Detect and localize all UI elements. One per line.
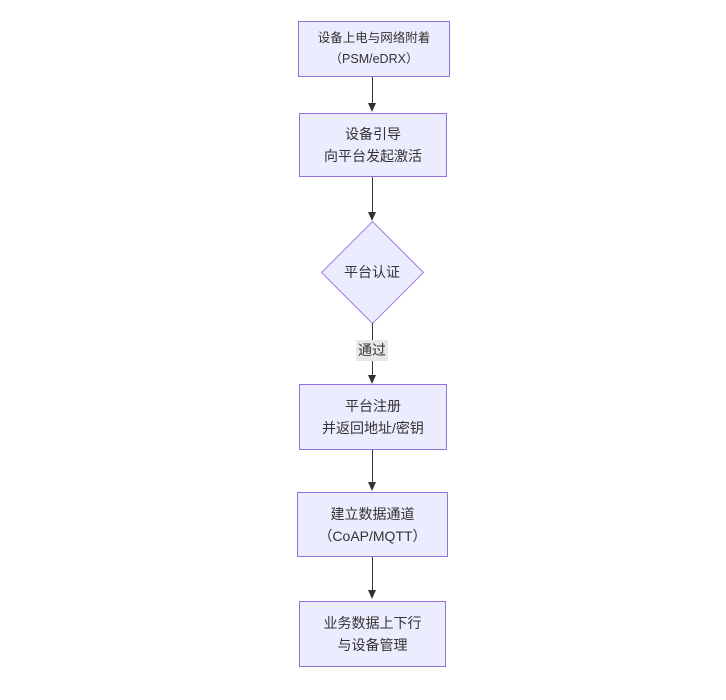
flow-node-bootstrap: 设备引导 向平台发起激活 bbox=[299, 113, 447, 177]
node-text-line: 并返回地址/密钥 bbox=[322, 420, 424, 436]
arrow-head-icon bbox=[368, 482, 376, 491]
arrow-line-2 bbox=[372, 177, 373, 213]
node-text-line: 业务数据上下行 bbox=[323, 615, 422, 631]
arrow-line-1 bbox=[372, 77, 373, 104]
node-text-line: （CoAP/MQTT） bbox=[318, 527, 427, 544]
edge-label-pass: 通过 bbox=[356, 340, 388, 361]
node-text-line: 与设备管理 bbox=[337, 637, 408, 653]
flow-node-business-data: 业务数据上下行 与设备管理 bbox=[299, 601, 446, 667]
arrow-line-5 bbox=[372, 557, 373, 591]
node-text-line: （PSM/eDRX） bbox=[329, 52, 419, 66]
flow-node-data-channel: 建立数据通道 （CoAP/MQTT） bbox=[297, 492, 448, 557]
arrow-head-icon bbox=[368, 212, 376, 221]
node-text-line: 平台认证 bbox=[344, 264, 400, 280]
flow-node-power-attach: 设备上电与网络附着 （PSM/eDRX） bbox=[298, 21, 450, 77]
arrow-head-icon bbox=[368, 103, 376, 112]
arrow-line-4 bbox=[372, 450, 373, 483]
node-text-line: 设备引导 bbox=[345, 126, 401, 142]
node-text-line: 建立数据通道 bbox=[330, 505, 415, 522]
flow-decision-platform-auth: 平台认证 bbox=[320, 220, 425, 325]
flow-node-register: 平台注册 并返回地址/密钥 bbox=[299, 384, 447, 450]
node-text-line: 向平台发起激活 bbox=[324, 148, 422, 164]
node-text-line: 平台注册 bbox=[345, 398, 401, 414]
arrow-head-icon bbox=[368, 590, 376, 599]
node-text-line: 设备上电与网络附着 bbox=[317, 31, 431, 45]
arrow-head-icon bbox=[368, 375, 376, 384]
